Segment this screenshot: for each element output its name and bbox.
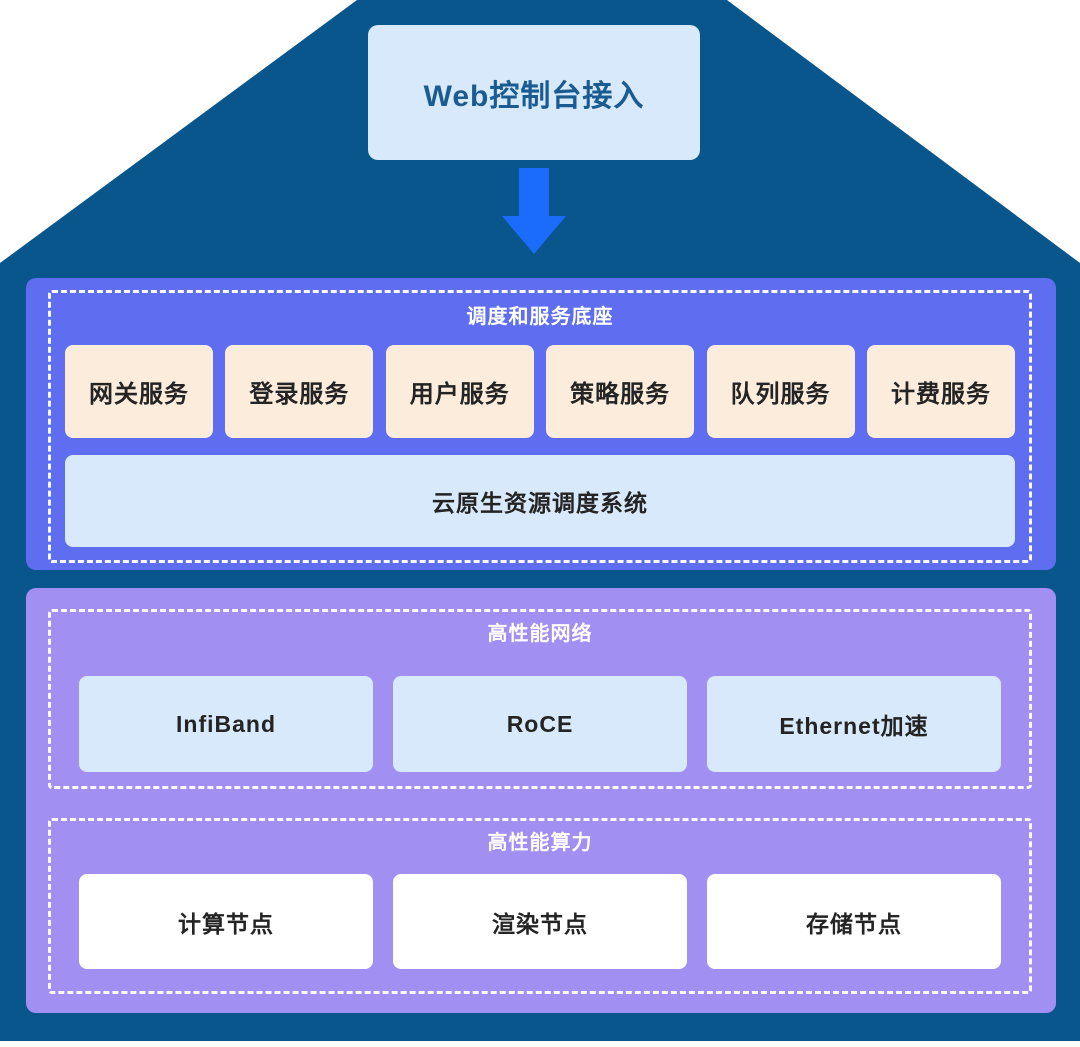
compute-label: 存储节点: [806, 910, 902, 937]
services-row: 网关服务 登录服务 用户服务 策略服务 队列服务 计费服务: [65, 345, 1015, 438]
service-box-policy: 策略服务: [546, 345, 695, 438]
service-label: 网关服务: [89, 381, 189, 408]
network-label: InfiBand: [176, 710, 276, 737]
compute-box-render-node: 渲染节点: [393, 874, 687, 969]
service-label: 登录服务: [249, 381, 350, 408]
compute-title: 高性能算力: [487, 832, 593, 854]
platform-label: 云原生资源调度系统: [432, 490, 648, 516]
compute-label: 渲染节点: [492, 910, 588, 937]
service-label: 用户服务: [409, 381, 510, 408]
network-box-ethernet: Ethernet加速: [707, 676, 1001, 772]
cloud-native-scheduler-box: 云原生资源调度系统: [65, 455, 1015, 547]
service-box-gateway: 网关服务: [65, 345, 213, 438]
service-box-login: 登录服务: [225, 345, 374, 438]
service-label: 计费服务: [890, 381, 991, 408]
network-dashed-frame: 高性能网络 InfiBand RoCE Ethernet加速: [48, 609, 1032, 789]
arrow-down-icon: [519, 168, 549, 218]
scheduling-layer: 调度和服务底座 网关服务 登录服务 用户服务 策略服务 队列服务: [26, 278, 1056, 570]
network-box-infiband: InfiBand: [79, 676, 373, 772]
scheduling-dashed-frame: 调度和服务底座 网关服务 登录服务 用户服务 策略服务 队列服务: [48, 290, 1032, 563]
compute-dashed-frame: 高性能算力 计算节点 渲染节点 存储节点: [48, 818, 1032, 994]
network-label: Ethernet加速: [779, 713, 929, 739]
service-label: 策略服务: [570, 381, 671, 408]
network-title: 高性能网络: [487, 623, 593, 645]
performance-layer: 高性能网络 InfiBand RoCE Ethernet加速 高性能算力 计算节…: [26, 588, 1056, 1013]
service-label: 队列服务: [730, 381, 831, 408]
compute-box-compute-node: 计算节点: [79, 874, 373, 969]
compute-row: 计算节点 渲染节点 存储节点: [79, 874, 1001, 969]
network-box-roce: RoCE: [393, 676, 687, 772]
scheduling-layer-title: 调度和服务底座: [466, 306, 614, 328]
network-label: RoCE: [506, 710, 574, 737]
service-box-user: 用户服务: [385, 345, 534, 438]
service-box-queue: 队列服务: [706, 345, 855, 438]
web-console-box: Web控制台接入: [368, 25, 700, 160]
compute-label: 计算节点: [178, 910, 274, 937]
arrow-down-icon: [502, 216, 566, 254]
compute-box-storage-node: 存储节点: [707, 874, 1001, 969]
web-console-label: Web控制台接入: [423, 79, 645, 113]
network-row: InfiBand RoCE Ethernet加速: [79, 676, 1001, 772]
service-box-billing: 计费服务: [866, 345, 1015, 438]
